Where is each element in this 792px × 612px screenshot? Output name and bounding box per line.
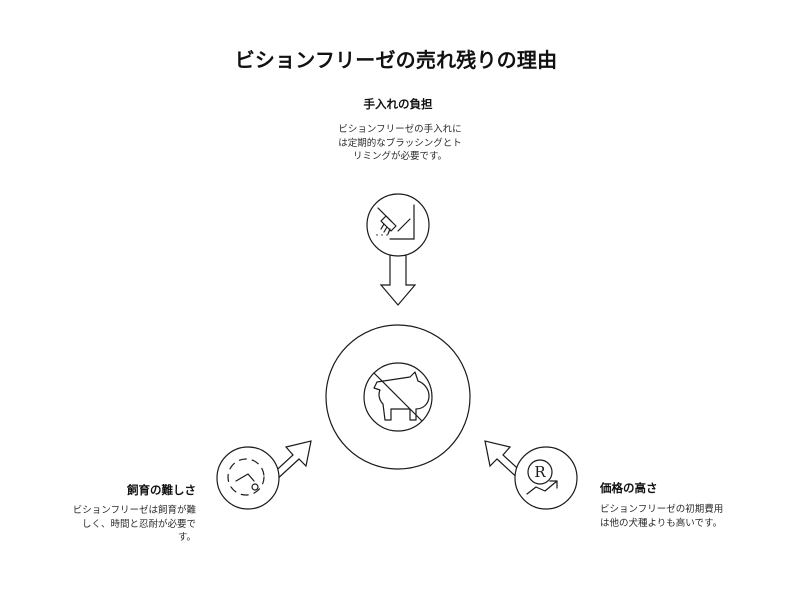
grooming-node[interactable]	[366, 193, 430, 257]
difficulty-node[interactable]	[216, 446, 280, 510]
no-dog-icon	[363, 362, 433, 432]
difficulty-label: 飼育の難しさ	[127, 483, 196, 497]
price-node[interactable]: R	[514, 446, 578, 510]
svg-text:R: R	[534, 463, 546, 481]
grooming-label: 手入れの負担	[363, 97, 433, 111]
grooming-brush-icon	[376, 204, 415, 240]
price-trend-icon: R	[526, 459, 558, 495]
price-description: ビションフリーゼの初期費用は他の犬種よりも高いです。	[600, 504, 724, 529]
difficulty-description: ビションフリーゼは飼育が難しく、時間と忍耐が必要です。	[72, 505, 196, 543]
clock-dashed-icon	[227, 458, 265, 496]
price-label: 価格の高さ	[600, 481, 658, 495]
center-node[interactable]	[325, 324, 471, 470]
grooming-description: ビションフリーゼの手入れには定期的なブラッシングとトリミングが必要です。	[338, 124, 462, 162]
page-title: ビションフリーゼの売れ残りの理由	[234, 48, 558, 72]
